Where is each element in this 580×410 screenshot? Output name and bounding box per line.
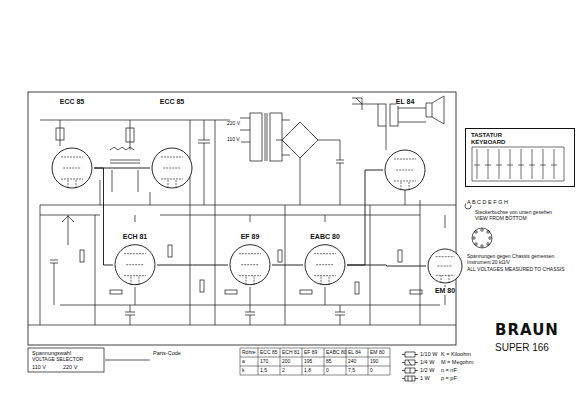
model-caption: SUPER 166 bbox=[494, 342, 550, 353]
tube-symbol: EM 80 bbox=[426, 247, 464, 295]
tube-label: ECH 81 bbox=[123, 233, 148, 241]
table-cell: ECC 85 bbox=[259, 350, 279, 356]
legend-text: 1/10 W bbox=[419, 351, 438, 357]
table-cell: 195 bbox=[303, 359, 313, 365]
key-switches bbox=[471, 145, 565, 183]
table-cell: 190 bbox=[369, 359, 379, 365]
tube-outline bbox=[383, 98, 427, 192]
tube-symbol: ECH 81 bbox=[113, 233, 157, 287]
tube-outline bbox=[303, 233, 347, 287]
table-cell: EABC 80 bbox=[325, 350, 348, 356]
unit-note: n = nF bbox=[440, 367, 458, 373]
table-cell: EM 80 bbox=[369, 350, 385, 356]
tube-symbol: EF 89 bbox=[228, 233, 272, 287]
tube-symbol: EL 84 bbox=[383, 98, 427, 192]
unit-note: p = pF bbox=[440, 375, 458, 381]
legend-text: 1/2 W bbox=[419, 367, 435, 373]
keyboard-box: TASTATURKEYBOARD bbox=[465, 128, 575, 187]
voltage-note: Instrument 20 kΩ/V bbox=[466, 260, 511, 266]
wire-connector bbox=[94, 168, 113, 265]
socket-note: VIEW FROM BOTTOM bbox=[474, 216, 528, 222]
tube-outline bbox=[50, 98, 94, 190]
wire-connector bbox=[347, 170, 383, 265]
table-cell: ECH 81 bbox=[281, 350, 301, 356]
tube-symbol: ECC 85 bbox=[50, 98, 94, 190]
keyboard-positions: A B C D E F G H bbox=[466, 199, 509, 205]
table-cell: 170 bbox=[259, 359, 269, 365]
resistor-sample bbox=[402, 375, 418, 382]
table-cell: 240 bbox=[347, 359, 357, 365]
mains-tap: 220 V bbox=[226, 121, 241, 127]
table-cell: 85 bbox=[325, 359, 333, 365]
unit-note: M = Megohm bbox=[440, 359, 474, 365]
resistor-sample bbox=[402, 359, 418, 366]
keyboard-title: TASTATUR bbox=[471, 132, 569, 139]
selector-value: 220 V bbox=[62, 364, 78, 370]
table-cell: k bbox=[241, 368, 246, 374]
table-cell: 2 bbox=[281, 368, 286, 374]
tube-label: ECC 85 bbox=[60, 98, 85, 106]
tube-outline bbox=[228, 233, 272, 287]
wire-connector bbox=[347, 265, 426, 266]
voltage-note: Spannungen gegen Chassis gemessen bbox=[466, 254, 555, 260]
table-grid bbox=[240, 348, 390, 375]
table-cell: a bbox=[241, 359, 246, 365]
parts-code: Parts-Code bbox=[152, 350, 182, 356]
socket-note: Steckerbuchse von unten gesehen bbox=[474, 210, 553, 216]
legend-text: 1/4 W bbox=[419, 359, 435, 365]
tube-outline bbox=[113, 233, 157, 287]
table-cell: 1,5 bbox=[259, 368, 268, 374]
tube-symbol: ECC 85 bbox=[150, 98, 194, 190]
mains-tap: 110 V bbox=[226, 137, 241, 143]
table-cell: 200 bbox=[281, 359, 291, 365]
keyboard-title: KEYBOARD bbox=[471, 139, 569, 146]
tube-symbol: EABC 80 bbox=[303, 233, 347, 287]
table-cell: Röhre bbox=[241, 350, 257, 356]
tube-label: ECC 85 bbox=[160, 98, 185, 106]
table-cell: 0 bbox=[369, 368, 374, 374]
table-cell: 7,5 bbox=[347, 368, 356, 374]
table-cell: 0 bbox=[325, 368, 330, 374]
table-cell: EL 84 bbox=[347, 350, 362, 356]
selector-title: VOLTAGE SELECTOR bbox=[31, 357, 84, 363]
tube-label: EL 84 bbox=[396, 98, 415, 106]
selector-title: Spannungswahl bbox=[31, 350, 72, 356]
unit-note: K = Kiloohm bbox=[440, 351, 472, 357]
table-cell: 1,8 bbox=[303, 368, 312, 374]
wire-connector bbox=[272, 265, 303, 266]
legend-text: 1 W bbox=[419, 375, 431, 381]
voltage-note: ALL VOLTAGES MEASURED TO CHASSIS bbox=[466, 267, 566, 273]
resistor-sample bbox=[402, 367, 418, 374]
wire-connector bbox=[157, 265, 228, 266]
brand-title: BRAUN bbox=[494, 322, 560, 339]
tube-outline bbox=[150, 98, 194, 190]
tube-label: EABC 80 bbox=[310, 233, 340, 241]
selector-value: 110 V bbox=[31, 364, 47, 370]
resistor-sample bbox=[402, 351, 418, 358]
tube-label: EF 89 bbox=[241, 233, 260, 241]
table-cell: EF 89 bbox=[303, 350, 318, 356]
tube-label: EM 80 bbox=[435, 287, 455, 295]
